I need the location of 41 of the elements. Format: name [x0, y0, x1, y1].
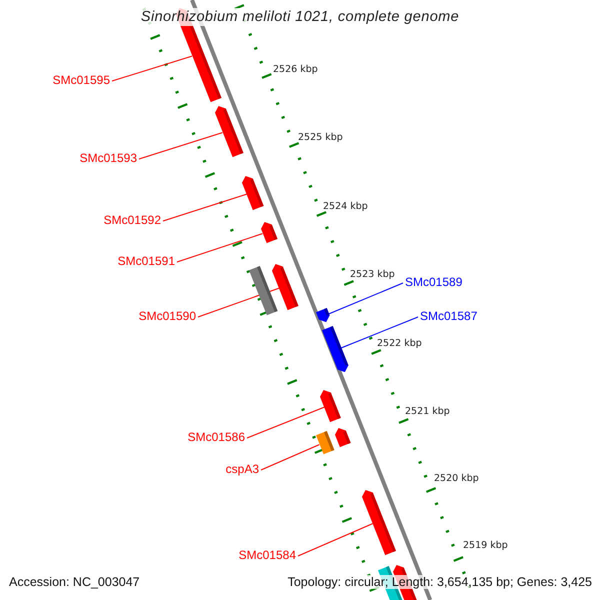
gene-label: SMc01586 — [188, 430, 245, 444]
gene-label: SMc01595 — [52, 73, 110, 87]
leader-line — [298, 523, 374, 556]
gene-label: SMc01584 — [238, 548, 296, 562]
gene-feature — [316, 430, 334, 454]
gene-label: SMc01592 — [104, 213, 161, 227]
scale-label: 2523 kbp — [350, 269, 395, 280]
leader-line — [162, 194, 248, 222]
gene-feature — [260, 222, 278, 244]
gene-feature — [322, 326, 348, 372]
gene-label: cspA3 — [226, 462, 259, 476]
gene-label: SMc01591 — [118, 254, 175, 268]
scale-label: 2525 kbp — [298, 132, 343, 143]
gene-label: SMc01590 — [138, 309, 196, 323]
gene-feature — [272, 264, 299, 310]
scale-label: 2519 kbp — [463, 540, 508, 551]
gene-feature — [214, 106, 243, 158]
leader-line — [260, 444, 320, 470]
gene-label: SMc01593 — [80, 151, 137, 165]
scale-label: 2520 kbp — [434, 473, 479, 484]
leader-line — [328, 282, 404, 314]
footer-text: Accession: NC_003047 — [7, 575, 142, 589]
leader-line — [176, 233, 264, 262]
gene-feature — [362, 490, 396, 556]
leader-line — [112, 56, 193, 82]
gene-feature — [249, 266, 278, 316]
scale-label: 2524 kbp — [323, 201, 368, 212]
leader-line — [138, 132, 223, 160]
gene-label: SMc01589 — [405, 275, 462, 289]
scale-label: 2522 kbp — [377, 338, 422, 349]
scale-label: 2521 kbp — [405, 406, 450, 417]
gene-label: SMc01587 — [420, 309, 478, 323]
leader-line — [198, 288, 280, 318]
scale-label: 2526 kbp — [273, 64, 318, 75]
gene-feature — [320, 390, 342, 422]
gene-feature — [242, 176, 264, 210]
footer-text: Topology: circular; Length: 3,654,135 bp; Genes: 3,425 — [286, 575, 594, 589]
leader-line — [340, 316, 418, 348]
gene-feature — [316, 308, 330, 322]
leader-line — [246, 406, 325, 438]
gene-feature — [335, 428, 352, 448]
